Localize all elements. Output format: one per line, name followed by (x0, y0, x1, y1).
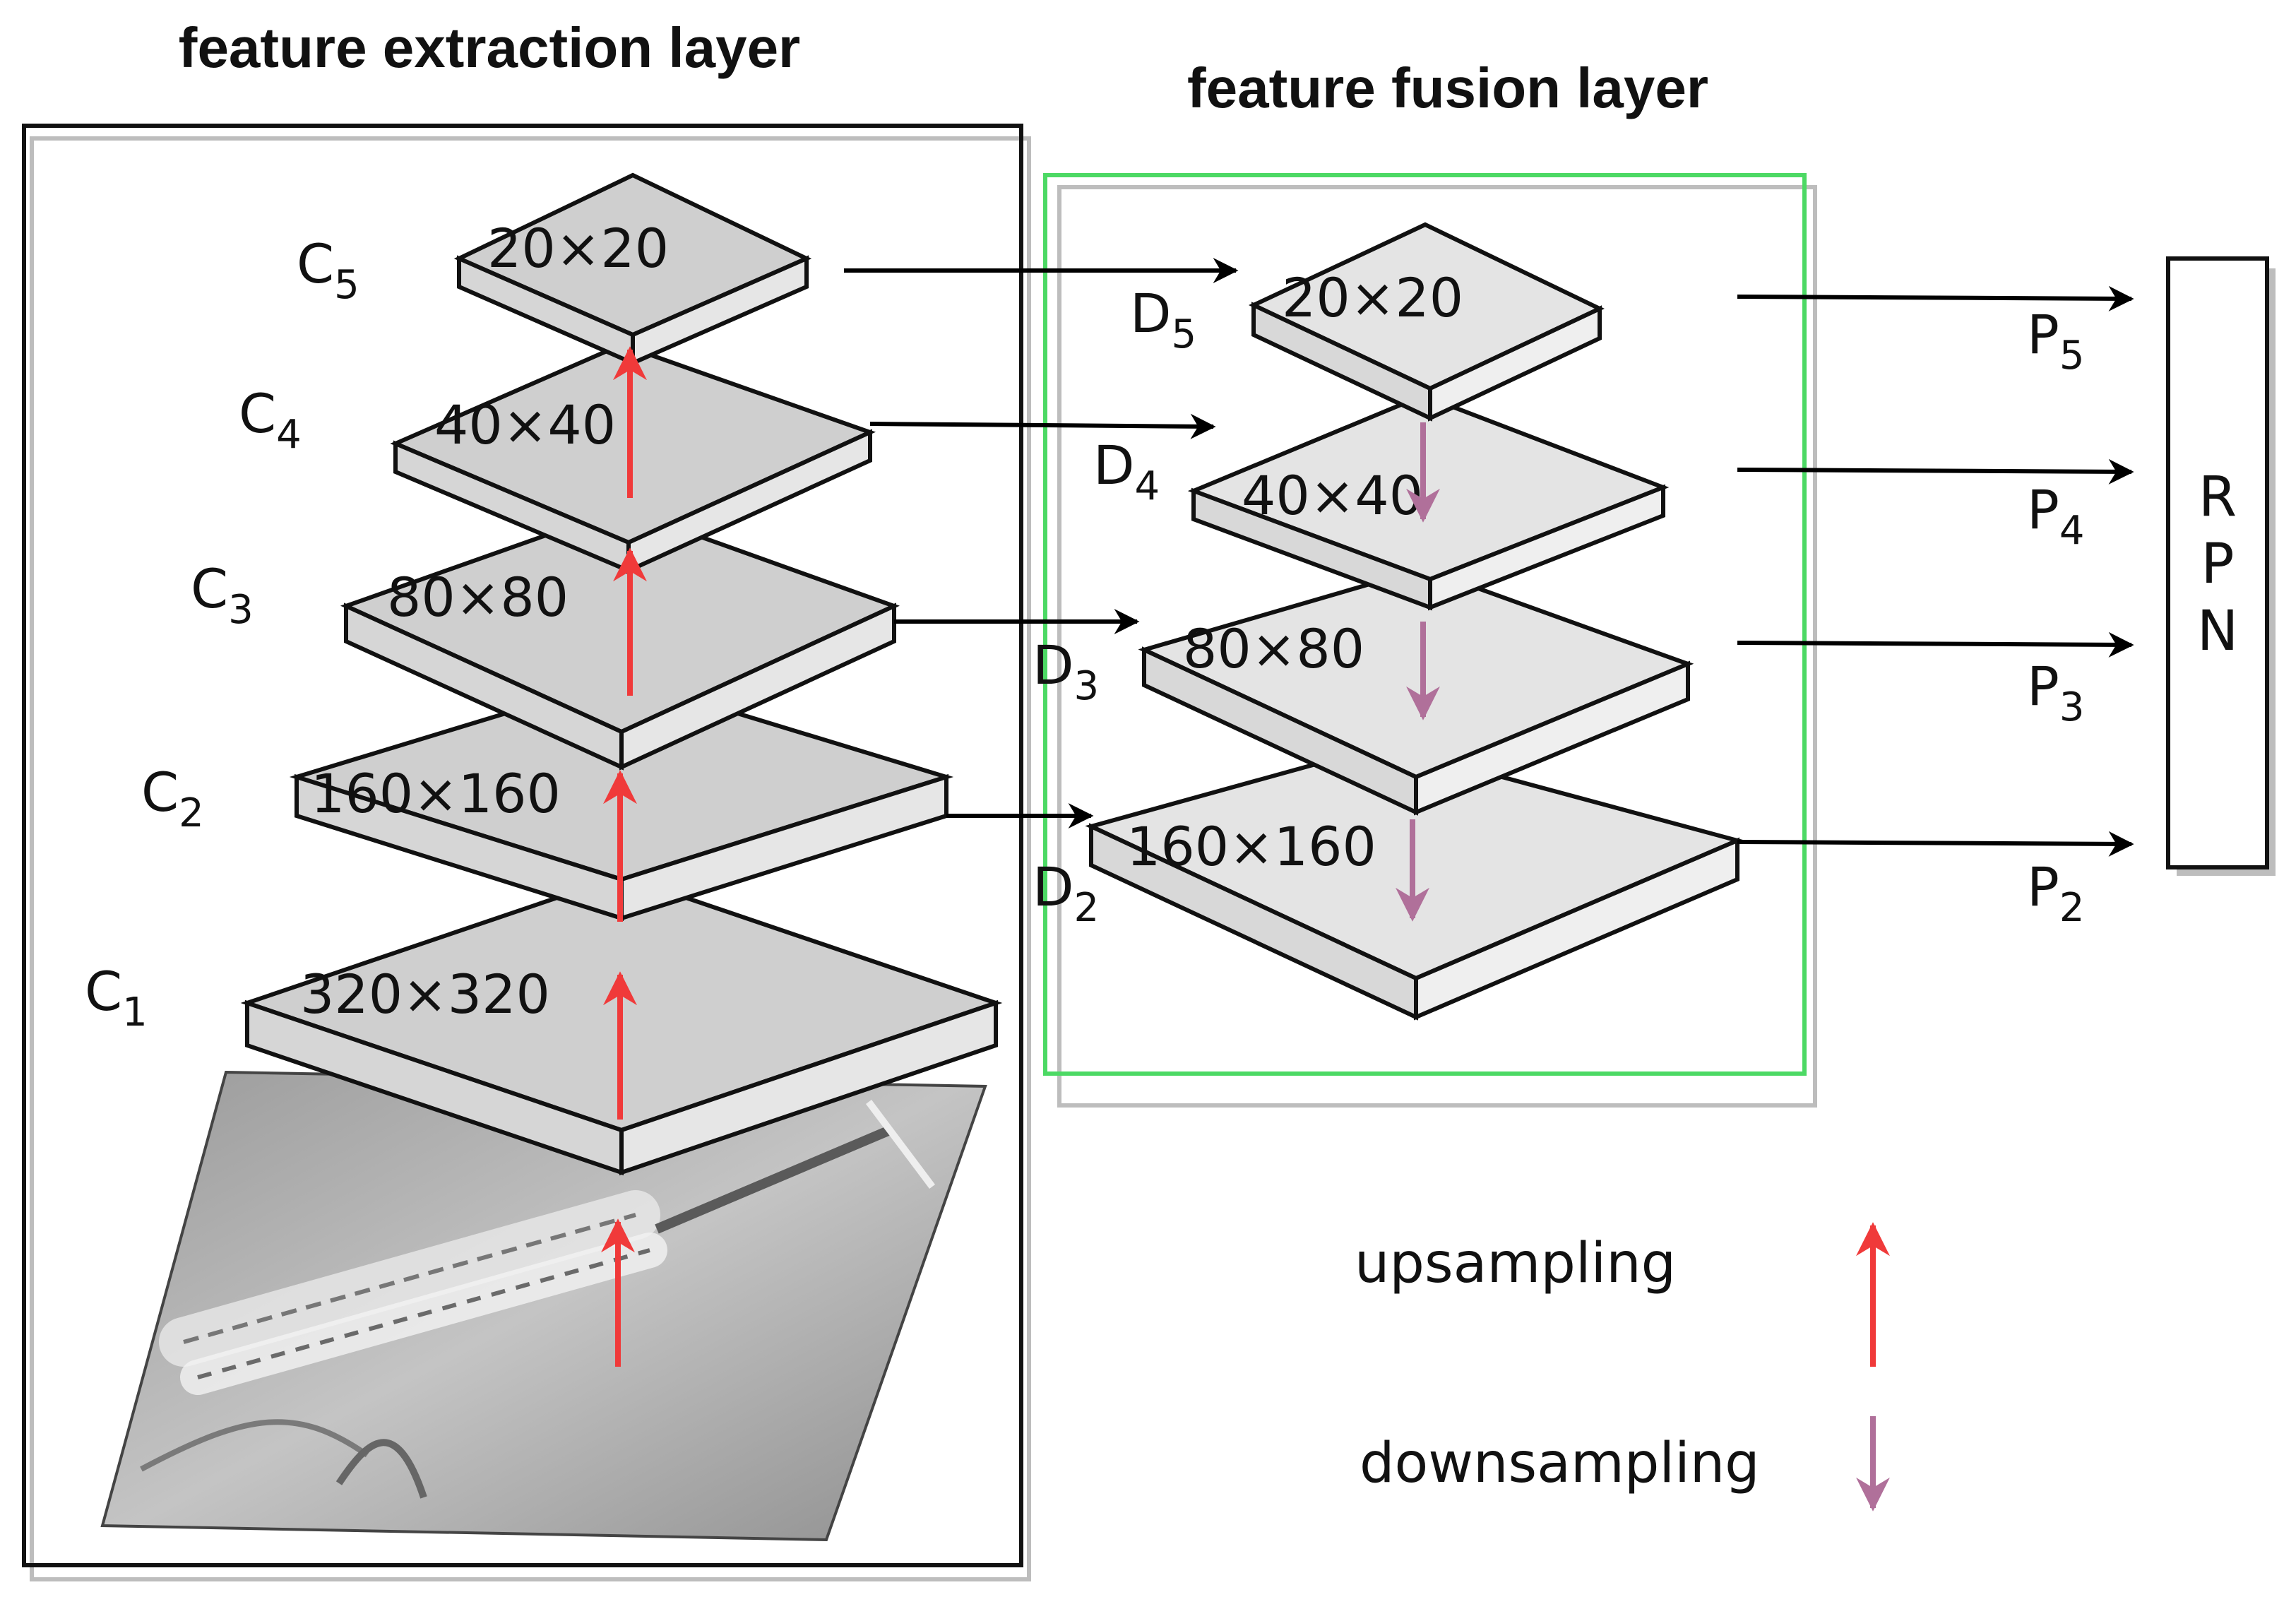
legend-upsampling-label: upsampling (1355, 1232, 1676, 1295)
level-label-c2: C2 (141, 761, 204, 836)
level-label-c1: C1 (85, 960, 148, 1035)
level-label-d4: D4 (1093, 434, 1160, 509)
size-label-d5: 20×20 (1282, 266, 1463, 329)
extraction-plate-c3 (340, 506, 900, 771)
size-label-d2: 160×160 (1126, 815, 1376, 878)
size-label-d3: 80×80 (1183, 617, 1364, 680)
level-label-d5: D5 (1130, 282, 1196, 357)
level-label-c4: C4 (239, 382, 302, 458)
fusion-plate-d4 (1187, 393, 1670, 611)
fusion-layer-title: feature fusion layer (1187, 57, 1708, 119)
downsampling-arrows (1396, 422, 1440, 922)
extraction-frame (22, 124, 1031, 1581)
level-label-c5: C5 (297, 232, 359, 308)
fusion-frame (1043, 173, 1817, 1108)
extraction-plate-c5 (453, 172, 812, 367)
level-label-c3: C3 (191, 557, 254, 633)
rpn-letter-p: P (2201, 533, 2234, 596)
output-label-p3: P3 (2027, 655, 2084, 730)
size-label-c1: 320×320 (300, 963, 550, 1026)
rpn-letter-r: R (2199, 465, 2237, 529)
size-label-c3: 80×80 (387, 566, 569, 629)
extraction-layer-title: feature extraction layer (179, 16, 800, 79)
fusion-plate-d5 (1248, 222, 1605, 422)
size-label-d4: 40×40 (1242, 464, 1423, 527)
level-label-d3: D3 (1033, 634, 1099, 709)
rpn-letter-n: N (2197, 600, 2238, 663)
legend: upsampling downsampling (1355, 1222, 1890, 1512)
rpn-box: R P N (2166, 256, 2276, 876)
output-label-p2: P2 (2027, 855, 2084, 931)
size-label-c4: 40×40 (434, 393, 616, 456)
size-label-c5: 20×20 (487, 217, 669, 280)
output-label-p5: P5 (2027, 303, 2084, 379)
fusion-plate-d3 (1138, 566, 1694, 816)
lateral-arrows (844, 258, 1239, 829)
size-label-c2: 160×160 (311, 762, 561, 825)
output-arrows (1737, 285, 2134, 857)
upsampling-arrows (601, 346, 647, 1367)
output-label-p4: P4 (2027, 478, 2084, 554)
legend-downsampling-label: downsampling (1360, 1432, 1760, 1495)
level-label-d2: D2 (1033, 855, 1099, 931)
insulator-photo-icon (100, 1070, 987, 1542)
